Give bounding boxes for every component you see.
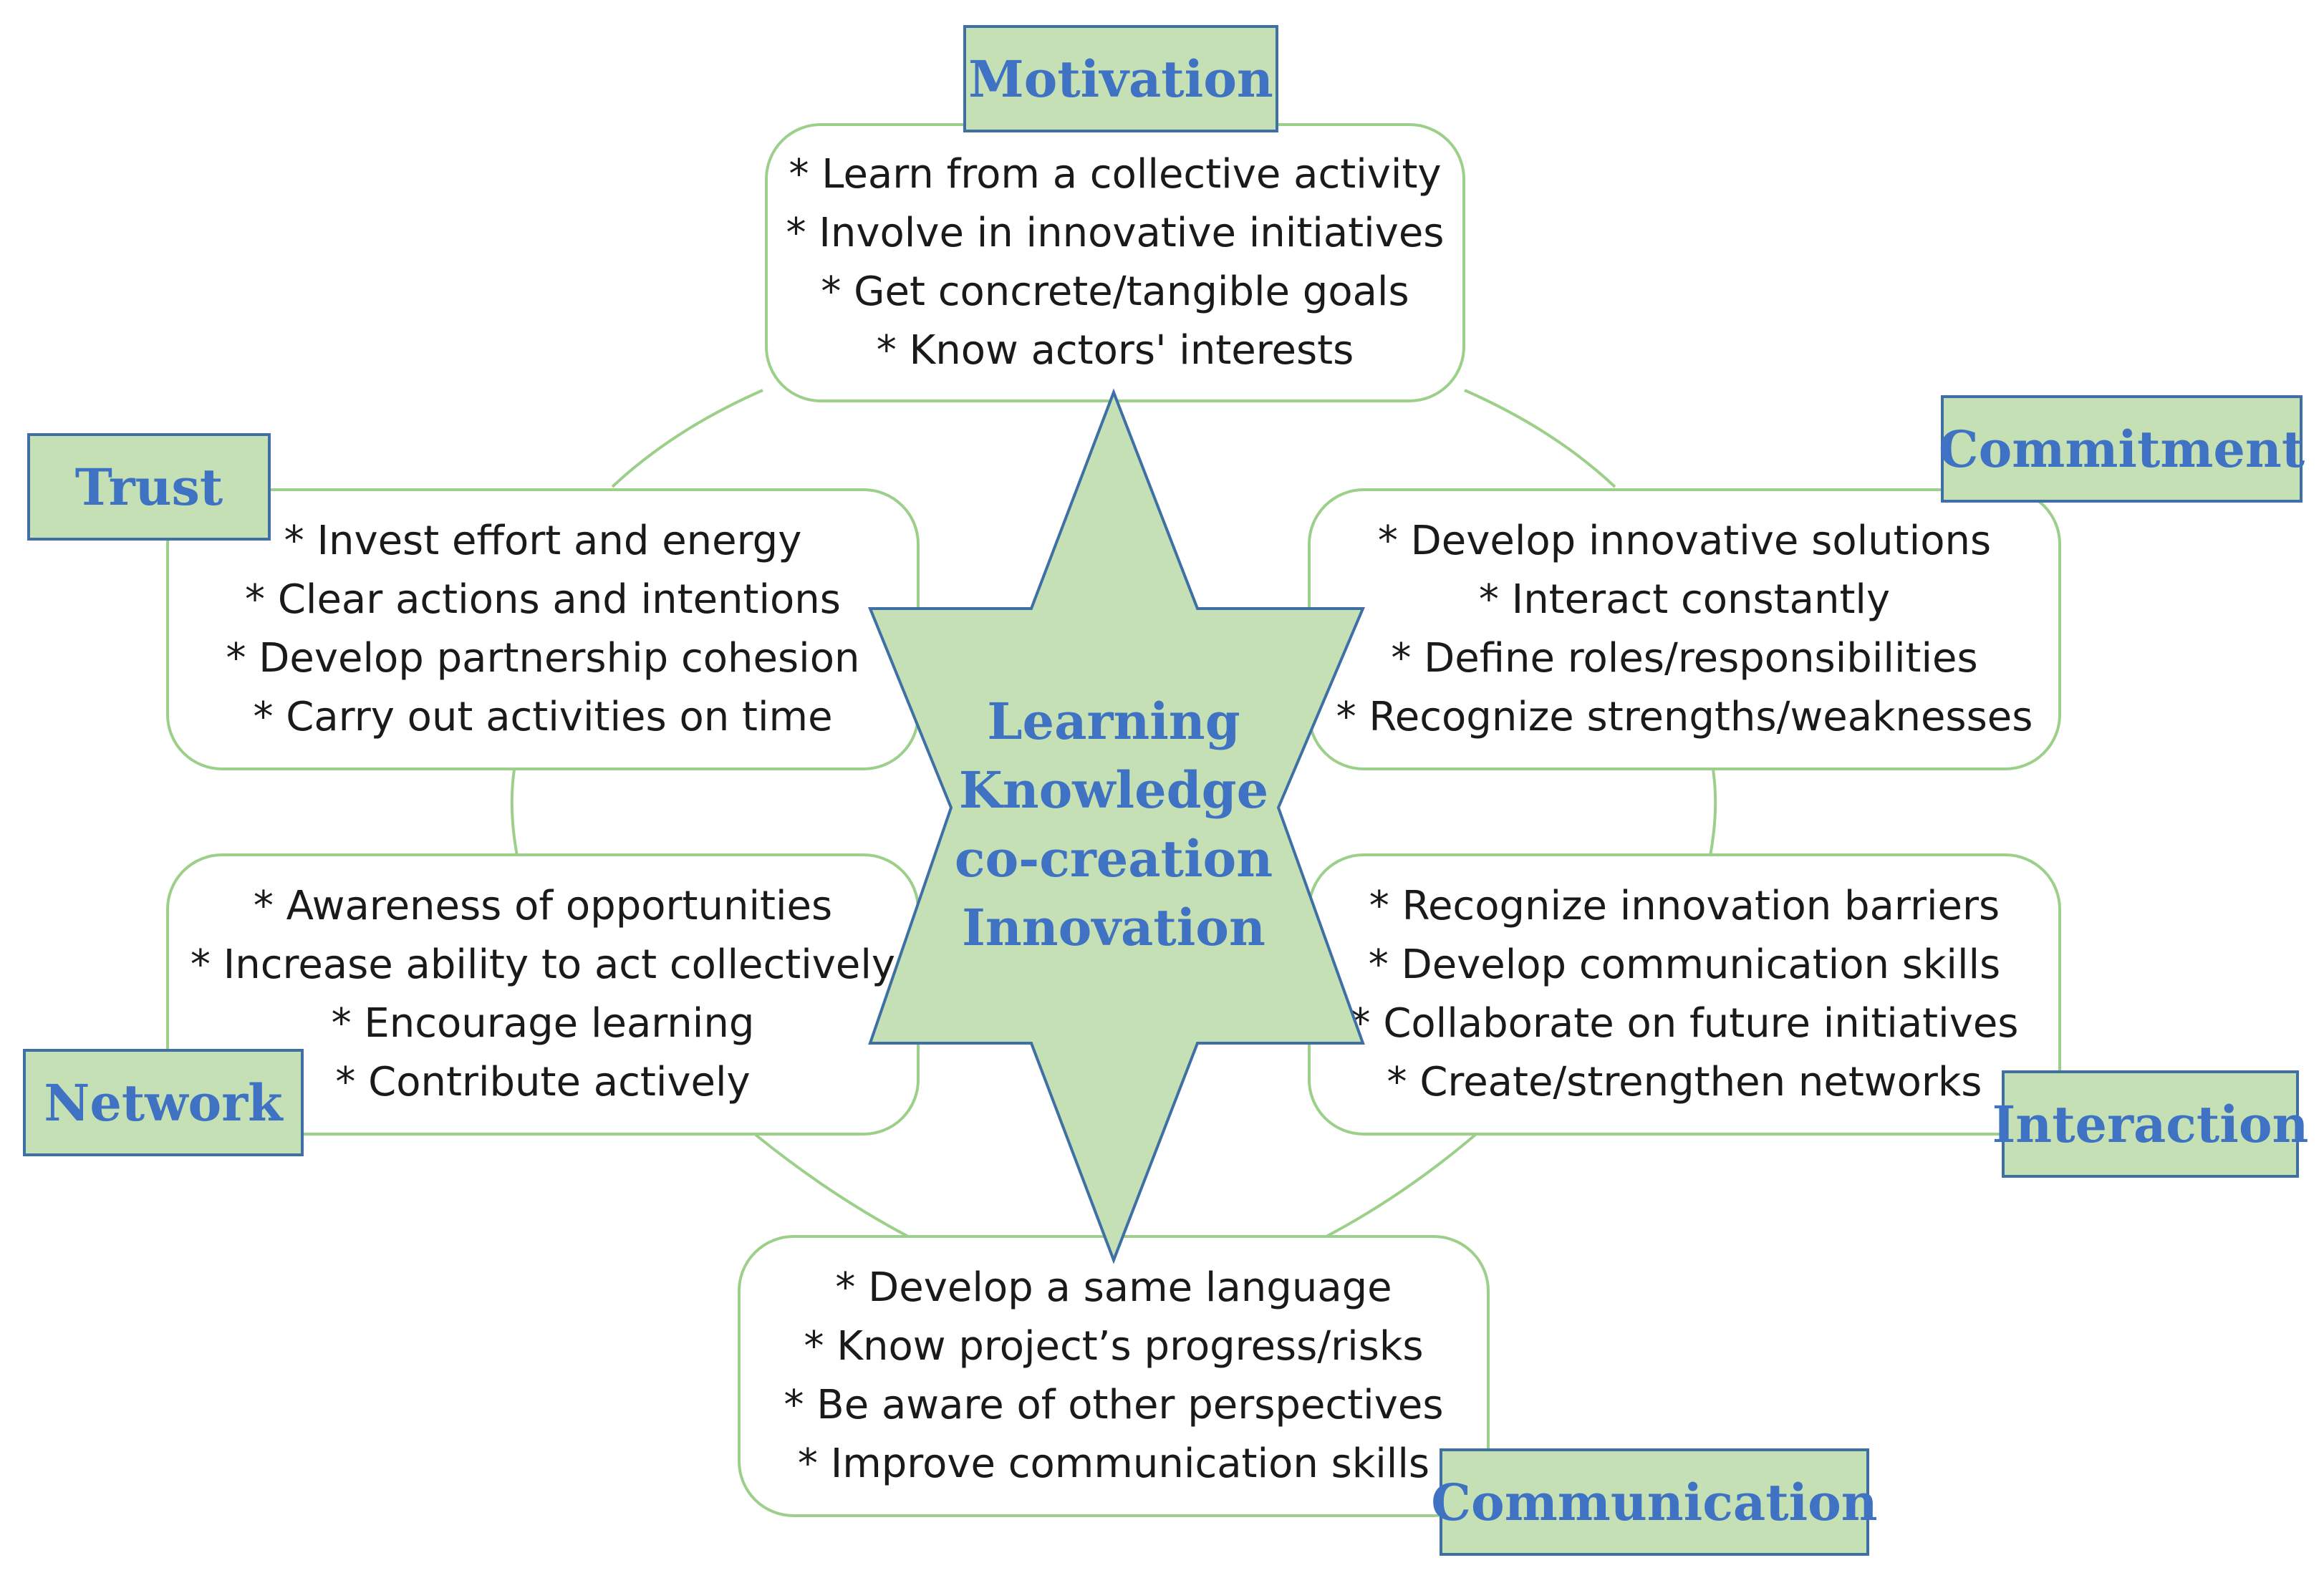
trust-item: * Clear actions and intentions xyxy=(245,576,841,623)
interaction-item: * Collaborate on future initiatives xyxy=(1350,1000,2019,1047)
motivation-item: * Involve in innovative initiatives xyxy=(786,210,1445,256)
commitment-item: * Recognize strengths/weaknesses xyxy=(1336,694,2033,740)
center-line: Knowledge xyxy=(958,760,1269,820)
network-label: Network xyxy=(23,1049,304,1156)
connector-commitment-interaction xyxy=(1709,769,1717,856)
center-line: Innovation xyxy=(962,898,1265,957)
communication-label: Communication xyxy=(1431,1448,1878,1556)
interaction-item: * Create/strengthen networks xyxy=(1387,1059,1982,1105)
commitment-box: * Develop innovative solutions * Interac… xyxy=(1308,488,2061,770)
network-box: * Awareness of opportunities * Increase … xyxy=(166,853,920,1136)
interaction-item: * Recognize innovation barriers xyxy=(1369,883,2000,929)
communication-item: * Know project’s progress/risks xyxy=(804,1323,1424,1370)
communication-item: * Improve communication skills xyxy=(797,1441,1430,1487)
trust-item: * Carry out activities on time xyxy=(253,694,833,740)
communication-box: * Develop a same language * Know project… xyxy=(738,1235,1490,1517)
trust-item: * Invest effort and energy xyxy=(284,518,802,564)
network-item: * Contribute actively xyxy=(335,1059,751,1105)
center-title: Learning Knowledge co-creation Innovatio… xyxy=(953,687,1275,962)
commitment-label: Commitment xyxy=(1939,395,2305,503)
commitment-item: * Interact constantly xyxy=(1478,576,1891,623)
network-item: * Encourage learning xyxy=(331,1000,755,1047)
commitment-item: * Define roles/responsibilities xyxy=(1391,635,1978,682)
motivation-item: * Know actors' interests xyxy=(876,327,1354,374)
interaction-box: * Recognize innovation barriers * Develo… xyxy=(1308,853,2061,1136)
connector-motivation-commitment xyxy=(1464,389,1616,488)
trust-item: * Develop partnership cohesion xyxy=(226,635,860,682)
motivation-label: Motivation xyxy=(963,25,1278,132)
interaction-label: Interaction xyxy=(1992,1070,2308,1178)
trust-label: Trust xyxy=(27,433,271,541)
network-item: * Increase ability to act collectively xyxy=(190,941,896,988)
interaction-item: * Develop communication skills xyxy=(1368,941,2001,988)
motivation-box: * Learn from a collective activity * Inv… xyxy=(765,123,1465,402)
connector-trust-network xyxy=(510,769,519,856)
commitment-item: * Develop innovative solutions xyxy=(1377,518,1992,564)
motivation-item: * Learn from a collective activity xyxy=(789,151,1442,198)
communication-item: * Be aware of other perspectives xyxy=(783,1382,1444,1428)
motivation-item: * Get concrete/tangible goals xyxy=(821,268,1409,315)
connector-network-communication xyxy=(754,1133,910,1239)
connector-interaction-communication xyxy=(1324,1133,1477,1239)
center-line: Learning xyxy=(987,692,1240,751)
center-line: co-creation xyxy=(954,829,1273,889)
communication-item: * Develop a same language xyxy=(835,1264,1392,1311)
trust-box: * Invest effort and energy * Clear actio… xyxy=(166,488,920,770)
network-item: * Awareness of opportunities xyxy=(253,883,833,929)
connector-motivation-trust xyxy=(611,389,763,488)
